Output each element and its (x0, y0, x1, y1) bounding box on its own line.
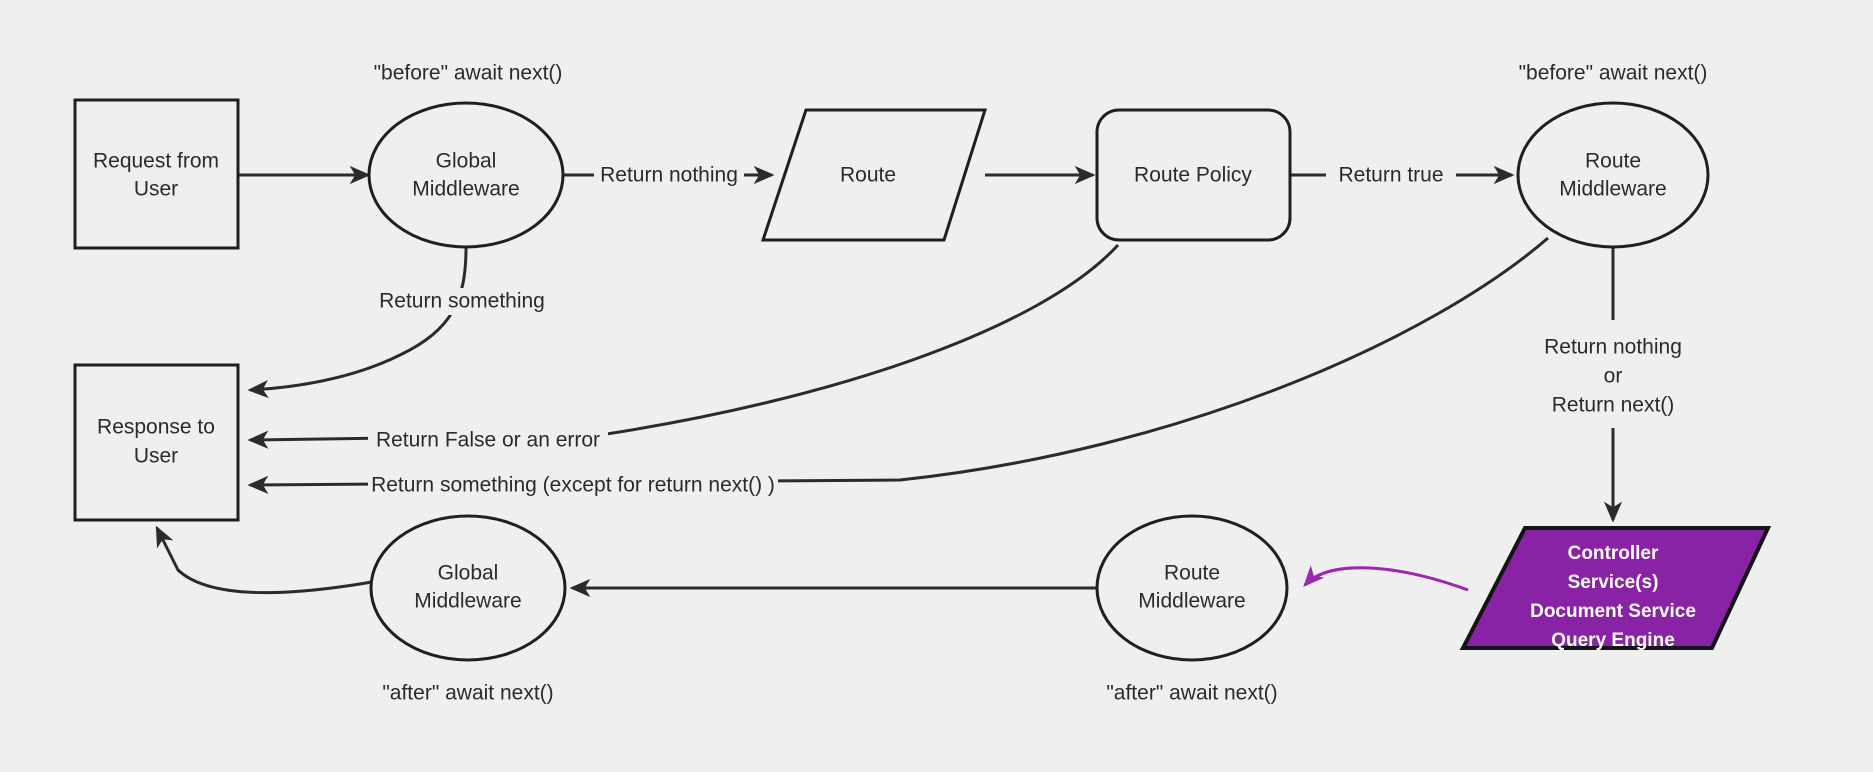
node-response-to-user[interactable]: Response to User (73, 363, 240, 522)
response-to-user-shape (73, 363, 240, 522)
route-policy-shape (1095, 108, 1292, 242)
route-middleware-after-label-line1: Route (1164, 562, 1220, 585)
request-from-user-label-line1: Request from (93, 150, 219, 173)
edge-label-return-something: Return something (366, 288, 558, 315)
route-middleware-after-label-line2: Middleware (1138, 590, 1245, 613)
edge-rmw-return-something-except (247, 236, 1549, 494)
route-label: Route (840, 164, 896, 187)
edge-controller-to-route-middleware-after (1303, 565, 1469, 592)
global-middleware-before-label-line1: Global (436, 150, 497, 173)
edge-policy-return-false (247, 243, 1120, 449)
node-request-from-user[interactable]: Request from User (73, 98, 240, 250)
edge-label-return-nothing-or-next-line3: Return next() (1552, 394, 1675, 417)
route-middleware-before-label-line2: Middleware (1559, 178, 1666, 201)
edge-label-return-something-except: Return something (except for return next… (368, 472, 778, 498)
edge-label-return-nothing: Return nothing (594, 162, 744, 188)
route-middleware-before-shape (1516, 101, 1710, 249)
request-from-user-shape (73, 98, 240, 250)
edge-label-return-false-or-error-text: Return False or an error (376, 429, 600, 452)
node-route-middleware-after[interactable]: Route Middleware (1095, 514, 1289, 662)
response-to-user-label-line2: User (134, 445, 178, 468)
global-middleware-after-shape (369, 514, 567, 662)
edge-label-return-something-except-text: Return something (except for return next… (371, 474, 775, 497)
controller-services-label-line1: Controller (1568, 543, 1659, 564)
edge-label-return-false-or-error: Return False or an error (368, 427, 608, 453)
global-middleware-after-label-line1: Global (438, 562, 499, 585)
node-global-middleware-before[interactable]: Global Middleware (367, 101, 565, 249)
controller-services-shape (1459, 526, 1772, 650)
response-to-user-label-line1: Response to (97, 416, 215, 439)
edge-label-return-something-text: Return something (379, 290, 545, 313)
annotation-before-global-middleware: "before" await next() (374, 62, 563, 85)
node-controller-services[interactable]: Controller Service(s) Document Service Q… (1459, 526, 1772, 651)
edge-label-return-nothing-or-next-line1: Return nothing (1544, 336, 1682, 359)
edge-label-return-true-text: Return true (1338, 164, 1443, 187)
edge-global-mw-after-to-response (155, 525, 373, 595)
annotation-after-route-middleware: "after" await next() (1106, 682, 1277, 705)
route-shape (760, 108, 988, 242)
annotation-before-route-middleware: "before" await next() (1519, 62, 1708, 85)
controller-services-label-line3: Document Service (1530, 601, 1696, 622)
edge-label-return-nothing-text: Return nothing (600, 164, 738, 187)
edge-label-return-nothing-or-next: Return nothing or Return next() (1528, 332, 1700, 422)
edge-label-return-nothing-or-next-line2: or (1604, 365, 1623, 388)
node-route[interactable]: Route (760, 108, 988, 242)
controller-services-label-line2: Service(s) (1568, 572, 1659, 593)
route-middleware-after-shape (1095, 514, 1289, 662)
controller-services-label-line4: Query Engine (1551, 630, 1675, 651)
node-route-policy[interactable]: Route Policy (1095, 108, 1292, 242)
global-middleware-before-shape (367, 101, 565, 249)
request-from-user-label-line2: User (134, 178, 178, 201)
global-middleware-before-label-line2: Middleware (412, 178, 519, 201)
global-middleware-after-label-line2: Middleware (414, 590, 521, 613)
annotation-after-global-middleware: "after" await next() (382, 682, 553, 705)
node-route-middleware-before[interactable]: Route Middleware (1516, 101, 1710, 249)
route-middleware-before-label-line1: Route (1585, 150, 1641, 173)
edge-label-return-true: Return true (1326, 162, 1456, 188)
route-policy-label: Route Policy (1134, 164, 1252, 187)
node-global-middleware-after[interactable]: Global Middleware (369, 514, 567, 662)
